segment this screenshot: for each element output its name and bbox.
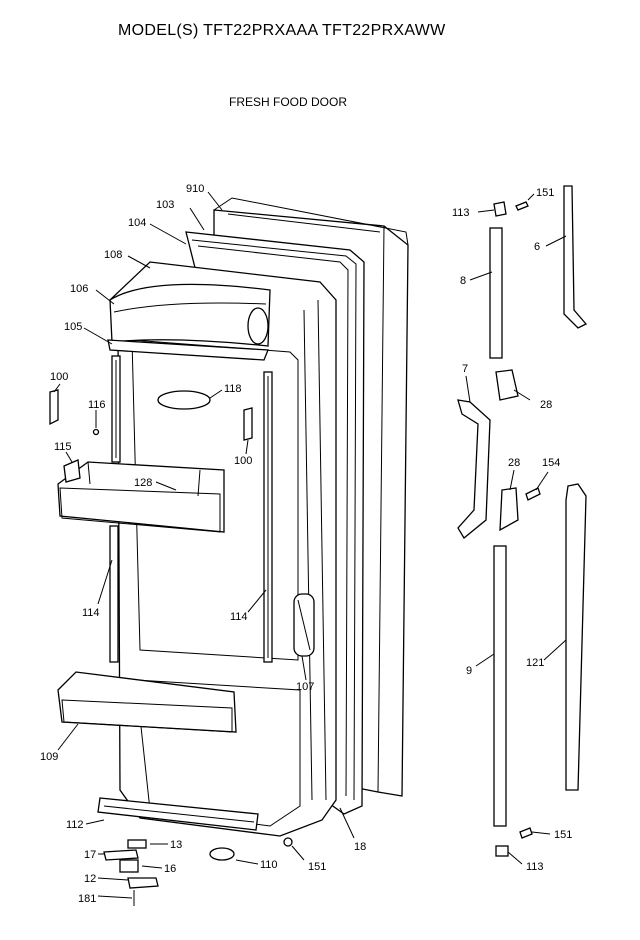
end-cap-113-bottom — [495, 845, 509, 857]
callout-6: 6 — [534, 241, 540, 253]
callout-116: 116 — [88, 399, 106, 411]
callout-7: 7 — [462, 363, 468, 375]
shelf-rail-left — [109, 355, 121, 663]
callout-154: 154 — [542, 457, 560, 469]
trim-oval-part — [157, 390, 211, 410]
callout-13: 13 — [170, 839, 182, 851]
callout-106: 106 — [70, 283, 88, 295]
door-shelf-bin-upper — [57, 459, 225, 533]
callout-114-right: 114 — [230, 611, 248, 623]
hinge-pin-13 — [127, 839, 147, 849]
callout-109: 109 — [40, 751, 58, 763]
end-cap-113-top — [493, 201, 507, 217]
callout-103: 103 — [156, 199, 174, 211]
screw-151-lower — [283, 837, 293, 847]
cap-110 — [209, 847, 235, 861]
callout-113-top: 113 — [452, 207, 470, 219]
dairy-rail — [107, 339, 269, 361]
callout-115: 115 — [54, 441, 72, 453]
callout-181: 181 — [78, 893, 96, 905]
handle-7 — [457, 399, 491, 539]
callout-9: 9 — [466, 665, 472, 677]
handle-trim-121 — [565, 483, 587, 791]
callout-100-right: 100 — [234, 455, 252, 467]
diagram-subtitle: FRESH FOOD DOOR — [229, 95, 348, 109]
callout-105: 105 — [64, 321, 82, 333]
leader-lines — [53, 191, 567, 899]
callout-12: 12 — [84, 873, 96, 885]
callout-28-upper: 28 — [540, 399, 552, 411]
callout-labels: 910 103 104 108 106 105 100 116 118 100 … — [40, 183, 572, 905]
shelf-rail-right — [263, 371, 273, 663]
callout-151-top: 151 — [536, 187, 554, 199]
callout-910: 910 — [186, 183, 204, 195]
hinge-bracket-17 — [103, 849, 139, 861]
callout-128: 128 — [134, 477, 152, 489]
bracket-28-lower — [499, 487, 519, 532]
callout-114-left: 114 — [82, 607, 100, 619]
callout-16: 16 — [164, 863, 176, 875]
callout-18: 18 — [354, 841, 366, 853]
callout-100-left: 100 — [50, 371, 68, 383]
callout-151-lower: 151 — [308, 861, 326, 873]
callout-108: 108 — [104, 249, 122, 261]
callout-113-bottom: 113 — [526, 861, 544, 873]
bottom-trim-strip — [97, 797, 259, 831]
callout-121: 121 — [526, 657, 544, 669]
screw-151-right — [519, 827, 533, 839]
handle-trim-6 — [563, 185, 588, 329]
rail-clip-right — [243, 407, 253, 441]
screw-151-top — [515, 201, 529, 211]
callout-8: 8 — [460, 275, 466, 287]
bearing-16 — [119, 859, 139, 873]
callout-107: 107 — [296, 681, 314, 693]
callout-28-lower: 28 — [508, 457, 520, 469]
bracket-28-upper — [495, 369, 519, 401]
callout-104: 104 — [128, 217, 146, 229]
screw-154 — [525, 487, 541, 501]
handle-support-9 — [493, 545, 507, 827]
dairy-compartment-door — [109, 283, 271, 347]
door-shelf-bin-lower — [57, 671, 237, 733]
handle-cover-107 — [293, 593, 315, 657]
handle-support-8 — [489, 227, 503, 359]
hinge-part-12 — [127, 877, 159, 889]
callout-112: 112 — [66, 819, 84, 831]
callout-118: 118 — [224, 383, 242, 395]
small-pin — [92, 428, 100, 436]
callout-151-right: 151 — [554, 829, 572, 841]
rail-clip-left — [49, 389, 59, 426]
model-title: MODEL(S) TFT22PRXAAA TFT22PRXAWW — [118, 22, 446, 39]
callout-110: 110 — [260, 859, 278, 871]
callout-17: 17 — [84, 849, 96, 861]
